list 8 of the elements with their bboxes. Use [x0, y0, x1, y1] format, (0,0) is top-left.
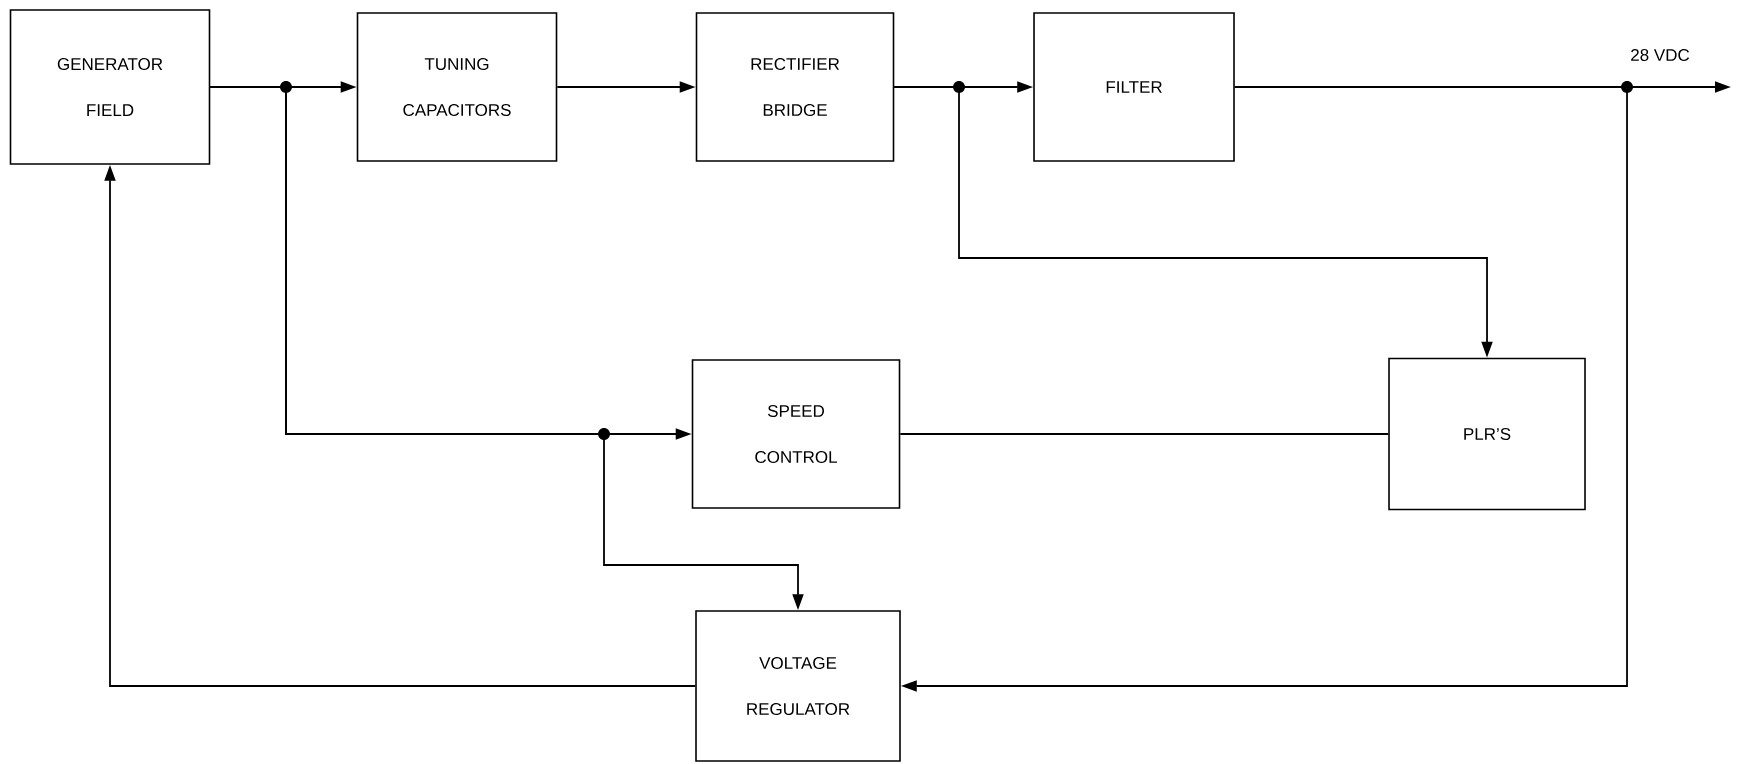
block-box: SPEED CONTROL: [691, 359, 901, 509]
block-box: TUNING CAPACITORS: [356, 12, 558, 162]
edge-label: 28 VDC: [1628, 47, 1692, 63]
block-box: RECTIFIER BRIDGE: [695, 12, 895, 162]
block-box: PLR’S: [1388, 357, 1586, 511]
block-box: FILTER: [1033, 12, 1235, 162]
block-box: GENERATOR FIELD: [9, 9, 211, 165]
block-box: VOLTAGE REGULATOR: [695, 610, 901, 762]
